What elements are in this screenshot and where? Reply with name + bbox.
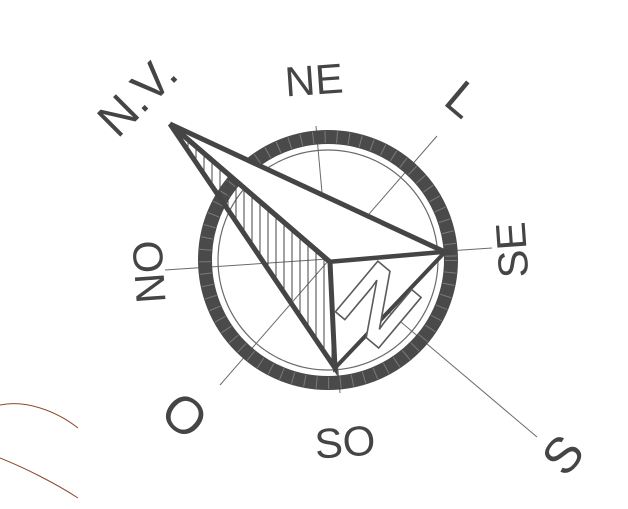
label-l: L [435, 71, 490, 129]
label-se: SE [487, 220, 538, 279]
label-ne: NE [283, 55, 344, 106]
label-so: SO [313, 416, 377, 467]
contour-line-top [0, 404, 78, 428]
contour-line-bottom [0, 458, 78, 498]
label-o: O [150, 381, 218, 451]
label-no: NO [123, 239, 174, 305]
label-s: S [531, 424, 595, 486]
